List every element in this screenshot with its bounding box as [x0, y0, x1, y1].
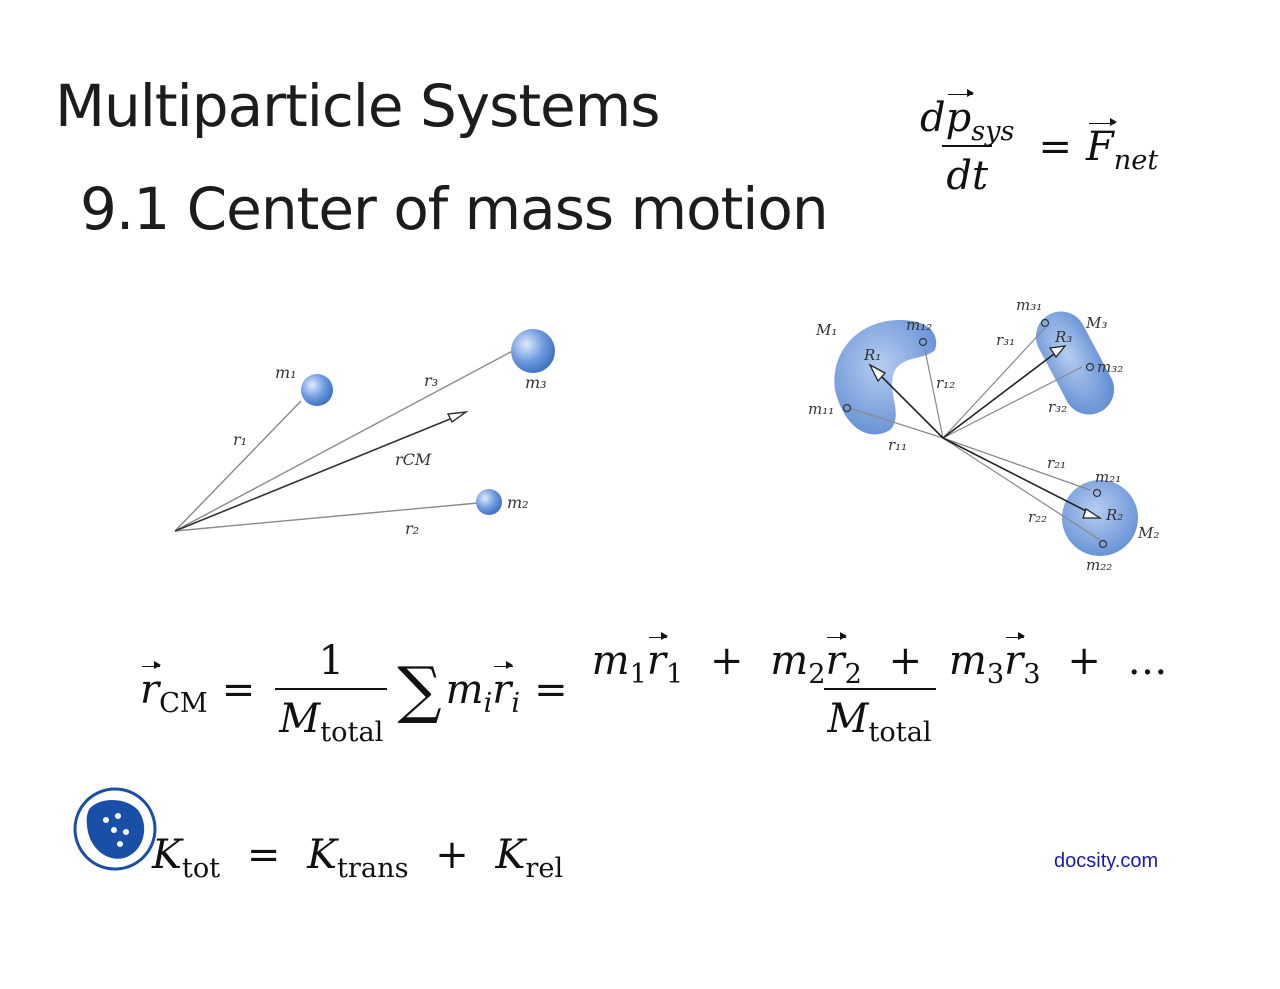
ri-vector: r — [492, 661, 514, 713]
fraction-denominator: dt — [942, 145, 993, 199]
M-subscript: total — [320, 716, 384, 748]
particle-m2 — [476, 489, 502, 515]
label-m3: m₃ — [525, 373, 547, 392]
force-vector: F — [1086, 118, 1117, 170]
one: 1 — [318, 638, 345, 684]
equals-sign-2: = — [534, 667, 568, 713]
body-m3 — [1035, 311, 1115, 415]
label-m12: m₁₂ — [906, 316, 932, 334]
r1-vector-line — [174, 400, 302, 532]
force-subscript: net — [1113, 144, 1159, 176]
R3-vector-line — [942, 347, 1063, 439]
rcm-vector: r — [140, 661, 162, 713]
brand-link[interactable]: docsity.com — [1054, 850, 1159, 872]
bodies-diagram: M₁ m₁₂ R₁ m₁₁ r₁₂ r₁₁ m₃₁ M₃ r₃₁ R₃ m₃₂ … — [808, 296, 1159, 574]
label-M1: M₁ — [815, 321, 837, 339]
p-subscript: sys — [971, 115, 1015, 147]
mi-symbol: m — [445, 667, 484, 713]
label-M2: M₂ — [1137, 524, 1159, 542]
K-tot-subscript: tot — [181, 852, 221, 884]
label-r3: r₃ — [424, 371, 438, 390]
ri-subscript: i — [511, 687, 521, 719]
r2-vector-line — [174, 502, 479, 532]
equals-sign-1: = — [221, 667, 256, 713]
label-M3: M₃ — [1085, 314, 1107, 332]
K-tot-symbol: K — [152, 832, 182, 878]
r3-vector-line — [174, 346, 521, 532]
denominator-M: M — [827, 696, 869, 742]
label-r2: r₂ — [405, 519, 419, 538]
M-symbol: M — [279, 696, 321, 742]
summation-symbol: ∑ — [397, 653, 442, 726]
rcm-vector-line — [174, 414, 461, 532]
R2-vector-line — [942, 437, 1097, 517]
K-rel-symbol: K — [495, 832, 526, 878]
label-R2: R₂ — [1105, 506, 1123, 524]
weighted-sum-numerator: m1r1 + m2r2 + m3r3 + … — [591, 632, 1168, 690]
ladybug-icon — [73, 787, 157, 871]
equals-sign-k: = — [246, 832, 281, 878]
plus-sign-k: + — [435, 832, 469, 878]
denominator-subscript: total — [868, 716, 932, 748]
label-r11: r₁₁ — [888, 436, 907, 454]
fraction-numerator: dpsys — [916, 89, 1018, 147]
label-m21: m₂₁ — [1095, 468, 1121, 486]
rcm-arrowhead — [446, 411, 469, 424]
label-m11: m₁₁ — [808, 400, 834, 418]
label-r1: r₁ — [233, 430, 247, 449]
particle-m1 — [301, 374, 333, 406]
body-m1 — [834, 320, 937, 435]
rcm-subscript: CM — [159, 687, 208, 719]
label-r21: r₂₁ — [1047, 454, 1066, 472]
label-r32: r₃₂ — [1048, 398, 1067, 416]
K-trans-subscript: trans — [336, 852, 409, 884]
momentum-equation: dpsys dt = Fnet — [910, 89, 1159, 199]
particles-diagram: m₁ m₃ m₂ r₁ r₃ rCM r₂ — [174, 329, 555, 538]
K-rel-subscript: rel — [525, 852, 564, 884]
label-r12: r₁₂ — [936, 374, 955, 392]
momentum-fraction: dpsys dt — [916, 89, 1018, 199]
label-m31: m₃₁ — [1016, 296, 1042, 314]
label-r31: r₃₁ — [996, 331, 1015, 349]
equals-sign: = — [1038, 124, 1072, 170]
K-trans-symbol: K — [307, 832, 337, 878]
slide-subtitle: 9.1 Center of mass motion — [80, 175, 829, 243]
label-r22: r₂₂ — [1028, 508, 1047, 526]
slide-title: Multiparticle Systems — [55, 72, 660, 140]
particle-m3 — [511, 329, 555, 373]
label-m2: m₂ — [507, 493, 529, 512]
d-symbol: d — [920, 95, 946, 141]
label-R1: R₁ — [863, 346, 881, 364]
label-rcm: rCM — [395, 450, 432, 469]
p-vector: p — [945, 89, 974, 141]
mi-subscript: i — [483, 687, 493, 719]
label-m32: m₃₂ — [1097, 358, 1123, 376]
label-m22: m₂₂ — [1086, 556, 1112, 574]
weighted-sum-fraction: m1r1 + m2r2 + m3r3 + … Mtotal — [588, 632, 1172, 748]
label-m1: m₁ — [275, 363, 297, 382]
center-of-mass-equation: rCM = 1 Mtotal ∑ miri = m1r1 + m2r2 + m3… — [140, 632, 1178, 748]
kinetic-energy-equation: Ktot = Ktrans + Krel — [152, 832, 563, 884]
label-R3: R₃ — [1054, 328, 1072, 346]
R1-vector-line — [872, 367, 944, 439]
one-over-mtotal: 1 Mtotal — [275, 638, 388, 748]
